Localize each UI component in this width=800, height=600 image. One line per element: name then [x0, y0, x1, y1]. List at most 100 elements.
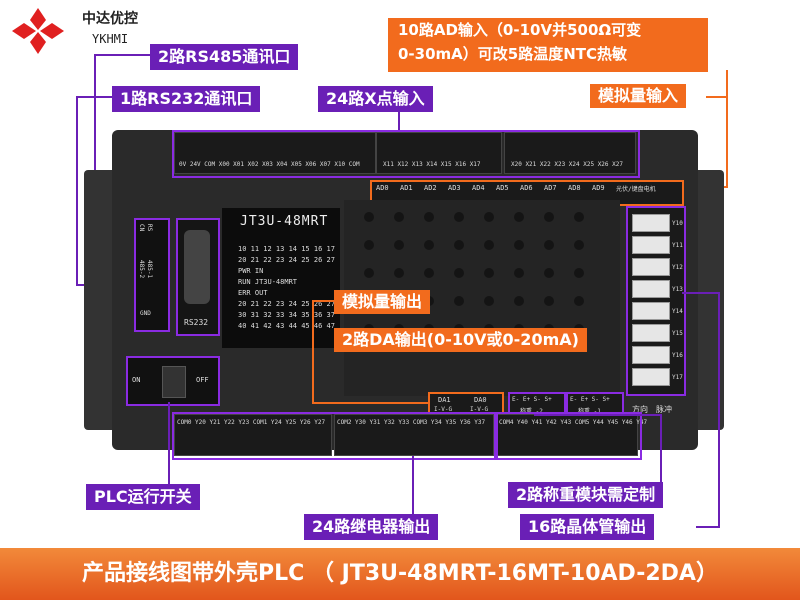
weigh-line: [660, 414, 662, 484]
cover-dot: [394, 268, 404, 278]
ad-ch-4: AD4: [472, 184, 485, 192]
cover-dot: [574, 268, 584, 278]
transistor-selection: [494, 412, 642, 460]
port-y14: Y14: [672, 307, 683, 315]
top-terminal-mid-labels: X11 X12 X13 X14 X15 X16 X17: [383, 161, 481, 168]
cover-dot: [454, 240, 464, 250]
cover-dot: [514, 296, 524, 306]
transistor-ports: Y10 Y11 Y12 Y13 Y14 Y15 Y16 Y17: [626, 206, 686, 396]
rs232-line: [76, 96, 78, 286]
transistor-label: 16路晶体管输出: [520, 514, 655, 540]
cover-dot: [364, 212, 374, 222]
xinput-line: [398, 112, 400, 132]
footer-bar: [0, 548, 800, 600]
ad-input-line1: 10路AD输入（0-10V并500Ω可变: [398, 21, 642, 39]
rs485-line: [94, 54, 96, 284]
port-connector: [632, 280, 670, 298]
port-connector: [632, 368, 670, 386]
cover-dot: [544, 212, 554, 222]
footer-title: 产品接线图带外壳PLC （ JT3U-48MRT-16MT-10AD-2DA）: [82, 561, 718, 586]
da-output-label: 2路DA输出(0-10V或0-20mA): [334, 328, 587, 352]
da1-sub: I-V-G: [434, 406, 453, 413]
pulse-label: 脉冲: [656, 405, 672, 414]
xinput-selection: [172, 130, 640, 178]
port-connector: [632, 324, 670, 342]
cover-dot: [454, 212, 464, 222]
port-y17: Y17: [672, 373, 683, 381]
plc-run-switch-label: PLC运行开关: [86, 484, 200, 510]
weigh1-terms: E- E+ S- S+: [570, 396, 610, 403]
led-panel: [222, 208, 340, 348]
rs232-port-label: RS232: [184, 318, 209, 327]
cover-dot: [484, 212, 494, 222]
cover-dot: [364, 240, 374, 250]
cover-dot: [364, 268, 374, 278]
cover-dot: [514, 240, 524, 250]
port-y13: Y13: [672, 285, 683, 293]
ad-input-line2: 0-30mA）可改5路温度NTC热敏: [398, 45, 628, 63]
brand-name-en: YKHMI: [92, 32, 129, 46]
cover-dot: [394, 212, 404, 222]
top-terminal-left: 0V 24V COM X00 X01 X02 X03 X04 X05 X06 X…: [174, 132, 376, 174]
led-row-7: 40 41 42 43 44 45 46 47: [238, 322, 335, 330]
da1-label: DA1: [438, 396, 451, 404]
led-row-0: 10 11 12 13 14 15 16 17: [238, 245, 335, 253]
cover-dot: [424, 240, 434, 250]
led-row-1: 20 21 22 23 24 25 26 27: [238, 256, 335, 264]
xinput-label: 24路X点输入: [318, 86, 433, 112]
comm-label-485-1: 485-1: [146, 260, 153, 279]
da-line-top: [312, 300, 336, 302]
ad-ch-9: AD9: [592, 184, 605, 192]
cover-dot: [454, 268, 464, 278]
brand-logo-icon: [12, 8, 64, 54]
bottom-terminal-left-labels: COM0 Y20 Y21 Y22 Y23 COM1 Y24 Y25 Y26 Y2…: [177, 419, 326, 426]
da-line-bottom: [312, 402, 430, 404]
plc-run-switch[interactable]: ON OFF: [126, 356, 220, 406]
bottom-terminal-left: COM0 Y20 Y21 Y22 Y23 COM1 Y24 Y25 Y26 Y2…: [174, 414, 332, 456]
cover-dot: [574, 240, 584, 250]
cover-dot: [544, 296, 554, 306]
cover-dot: [514, 212, 524, 222]
comm-label-gnd: GND: [140, 310, 151, 317]
switch-off-label: OFF: [196, 376, 209, 384]
port-y15: Y15: [672, 329, 683, 337]
cover-dot: [484, 296, 494, 306]
port-y11: Y11: [672, 241, 683, 249]
brand-name-cn: 中达优控: [82, 11, 138, 27]
da0-sub: I-V-G: [470, 406, 489, 413]
top-terminal-right: X20 X21 X22 X23 X24 X25 X26 X27: [504, 132, 636, 174]
rs485-label: 2路RS485通讯口: [150, 44, 299, 70]
relay-line: [412, 456, 414, 514]
led-grid: 10 11 12 13 14 15 16 17 20 21 22 23 24 2…: [238, 244, 335, 332]
weigh-line-h: [534, 414, 662, 416]
bottom-terminal-right: COM4 Y40 Y41 Y42 Y43 COM5 Y44 Y45 Y46 Y4…: [496, 414, 647, 456]
top-terminal-left-labels: 0V 24V COM X00 X01 X02 X03 X04 X05 X06 X…: [179, 161, 360, 168]
ad-input-label: 10路AD输入（0-10V并500Ω可变 0-30mA）可改5路温度NTC热敏: [388, 18, 708, 72]
bottom-terminal-right-labels: COM4 Y40 Y41 Y42 Y43 COM5 Y44 Y45 Y46 Y4…: [499, 419, 648, 426]
rs232-line-h: [76, 96, 114, 98]
relay-selection: [172, 412, 498, 460]
led-row-3: RUN JT3U-48MRT: [238, 278, 298, 286]
top-terminal-right-labels: X20 X21 X22 X23 X24 X25 X26 X27: [511, 161, 623, 168]
model-label: JT3U-48MRT: [240, 214, 329, 229]
ad-ch-5: AD5: [496, 184, 509, 192]
port-connector: [632, 302, 670, 320]
led-row-4: ERR OUT: [238, 289, 268, 297]
analog-output-label: 模拟量输出: [334, 290, 431, 314]
relay-output-label: 24路继电器输出: [304, 514, 439, 540]
port-connector: [632, 214, 670, 232]
ad-ch-1: AD1: [400, 184, 413, 192]
switch-line: [168, 402, 170, 484]
cover-dot: [514, 268, 524, 278]
ad-ch-3: AD3: [448, 184, 461, 192]
port-connector: [632, 236, 670, 254]
cover-dot: [454, 296, 464, 306]
ad-ch-8: AD8: [568, 184, 581, 192]
rs485-port: CN RS 485-2 485-1 GND: [134, 218, 170, 332]
toggle-icon[interactable]: [162, 366, 186, 398]
port-y10: Y10: [672, 219, 683, 227]
cover-dot: [424, 212, 434, 222]
cover-dot: [544, 240, 554, 250]
analog-input-label: 模拟量输入: [590, 84, 687, 108]
led-row-2: PWR IN: [238, 267, 264, 275]
